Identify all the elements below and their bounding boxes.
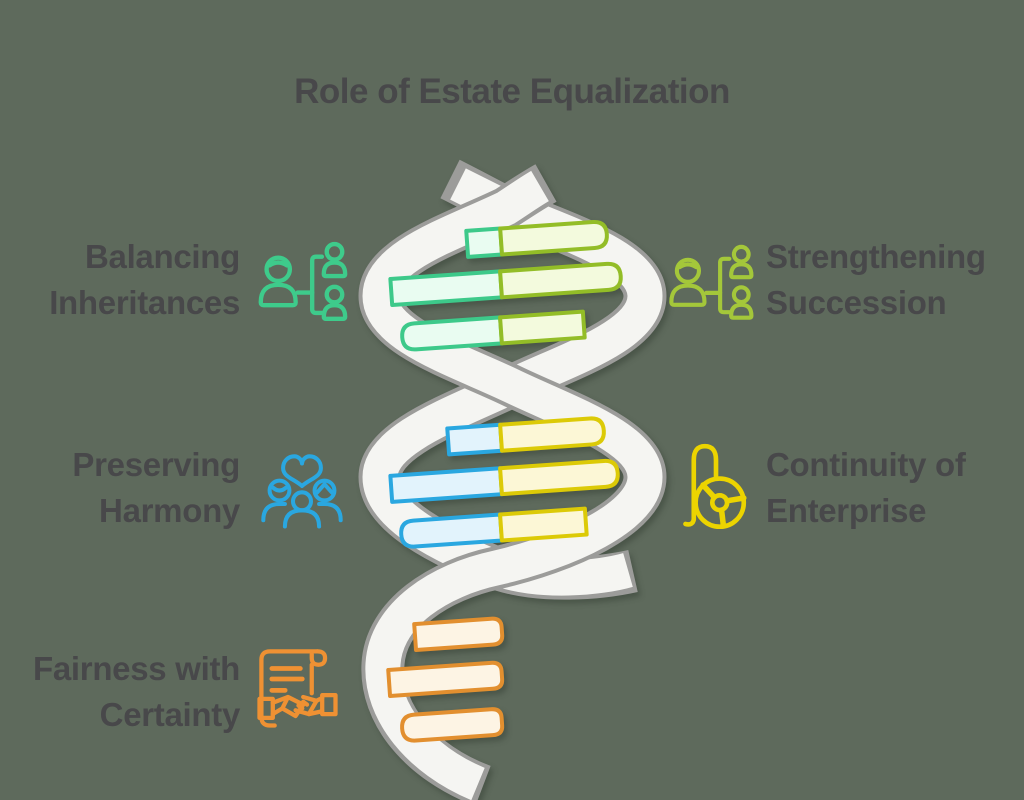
label-fairness-with-certainty: Fairness with Certainty xyxy=(33,650,240,733)
dna-rung-mid-1 xyxy=(445,416,606,457)
family-tree-icon xyxy=(664,238,756,322)
dna-rung-top-3 xyxy=(400,309,587,352)
family-tree-icon xyxy=(253,237,350,321)
dna-rung-top-1 xyxy=(464,220,609,259)
page-title: Role of Estate Equalization xyxy=(294,72,730,111)
label-preserving-harmony: Preserving Harmony xyxy=(72,446,240,529)
dna-rung-bottom-3 xyxy=(400,707,505,743)
dna-strand-b xyxy=(362,170,663,800)
sprout-wheel-icon xyxy=(676,436,756,536)
label-balancing-inheritances: Balancing Inheritances xyxy=(49,238,240,321)
dna-rung-bottom-1 xyxy=(412,616,505,653)
dna-rung-mid-2 xyxy=(388,458,620,504)
dna-rung-bottom-2 xyxy=(386,660,505,698)
dna-rung-mid-3 xyxy=(399,506,589,549)
dna-rung-top-2 xyxy=(388,261,623,307)
contract-handshake-icon xyxy=(250,640,345,735)
label-strengthening-succession: Strengthening Succession xyxy=(766,238,986,321)
family-heart-icon xyxy=(254,441,350,531)
label-continuity-of-enterprise: Continuity of Enterprise xyxy=(766,446,966,529)
